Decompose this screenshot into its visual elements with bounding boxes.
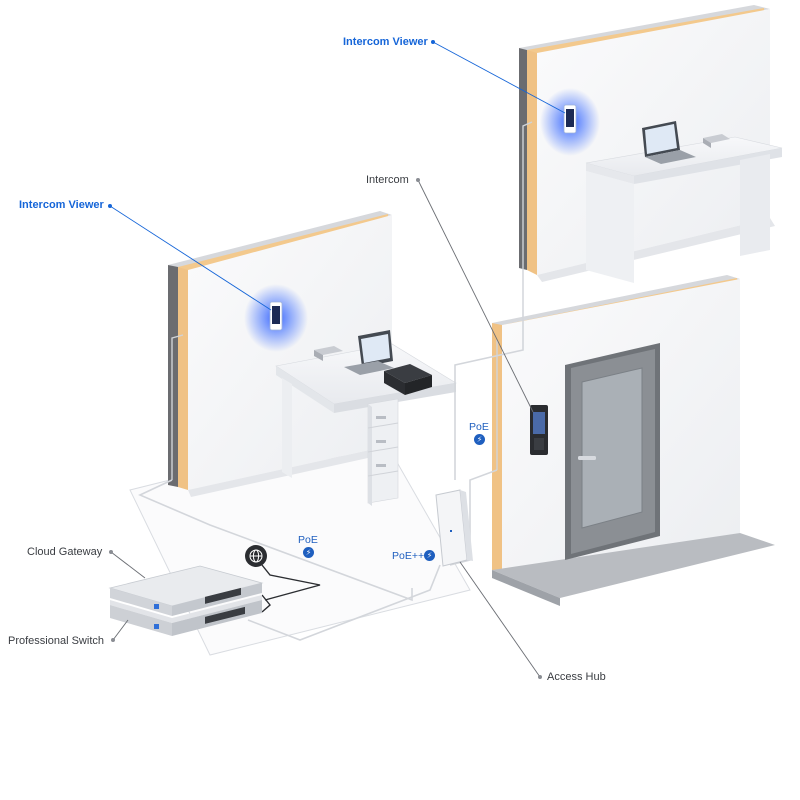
- upper-desk-leg-right: [740, 154, 770, 256]
- door-window: [581, 367, 643, 529]
- internet-globe-icon: [245, 545, 267, 567]
- access-hub-device: [435, 489, 473, 567]
- left-laptop-base: [344, 361, 394, 375]
- upper-room: [519, 5, 783, 310]
- upper-laptop-display: [645, 124, 677, 154]
- upper-wall-cable: [522, 121, 533, 310]
- leader-intercom-dot: [416, 178, 420, 182]
- cable-left-viewer: [138, 479, 413, 602]
- lightning-bolt-icon: ⚡: [303, 547, 314, 558]
- leader-viewer-top-dot: [431, 40, 435, 44]
- upper-books-side: [703, 138, 711, 148]
- leader-access-hub-dot: [538, 675, 542, 679]
- left-viewer-screen: [272, 306, 280, 324]
- cable-upper-viewer: [454, 310, 524, 480]
- left-desk-drawers-side: [368, 404, 372, 506]
- drawer-line-3: [367, 470, 399, 477]
- access-hub-led: [450, 530, 452, 532]
- left-wall-face: [188, 215, 392, 490]
- intercom-screen: [533, 412, 545, 434]
- printer-top: [384, 364, 432, 383]
- drawer-line-2: [367, 446, 399, 453]
- label-cloud-gateway: Cloud Gateway: [27, 546, 103, 558]
- left-desk-front: [276, 366, 334, 413]
- upper-books: [703, 134, 730, 143]
- left-wall-insulation-side: [178, 267, 188, 490]
- upper-viewer-screen: [566, 109, 574, 127]
- leader-access-hub: [459, 561, 541, 678]
- label-poe-plus: PoE++: [392, 550, 425, 562]
- door-wall-base-front: [492, 570, 560, 606]
- left-wall-stone-side: [168, 265, 178, 487]
- printer-front: [384, 371, 405, 395]
- leader-viewer-left-dot: [108, 204, 112, 208]
- leader-gateway-dot: [109, 550, 113, 554]
- door-handle: [578, 456, 596, 460]
- label-intercom: Intercom: [366, 174, 409, 186]
- upper-desk-right-panel: [634, 148, 782, 184]
- door-wall-base-slab: [492, 533, 775, 598]
- left-wall-insulation-top: [178, 214, 388, 273]
- printer-side: [405, 375, 432, 395]
- left-wall-cable: [171, 334, 184, 480]
- leader-gateway: [110, 551, 146, 579]
- upper-desk-leg-left: [586, 171, 634, 283]
- door-wall: [492, 275, 775, 606]
- upper-desk-front: [586, 163, 634, 184]
- left-wall-top-edge: [168, 211, 392, 268]
- upper-wall-top-edge: [519, 5, 770, 52]
- leader-switch: [112, 619, 129, 641]
- label-poe-intercom: PoE: [469, 421, 489, 433]
- door-wall-top-edge: [492, 275, 740, 327]
- label-intercom-viewer-top: Intercom Viewer: [343, 36, 428, 48]
- switch-top: [110, 595, 262, 623]
- drawer-line-1: [367, 422, 399, 429]
- left-books-side: [314, 350, 323, 361]
- upper-laptop-base: [645, 150, 696, 164]
- access-hub-side: [460, 490, 473, 561]
- left-desk-leg: [282, 378, 292, 478]
- drawer-handle-3: [376, 464, 386, 467]
- left-laptop-display: [361, 334, 390, 363]
- leader-viewer-left: [109, 205, 272, 311]
- lightning-bolt-icon: ⚡: [424, 550, 435, 561]
- label-poe-switch: PoE: [298, 534, 318, 546]
- rack-devices: [108, 565, 264, 636]
- upper-wall-insulation-side: [527, 50, 537, 275]
- leader-viewer-top: [432, 41, 566, 114]
- drawer-handle-1: [376, 416, 386, 419]
- cable-internet: [257, 559, 321, 601]
- label-access-hub: Access Hub: [547, 671, 606, 683]
- gateway-logo: [154, 604, 159, 609]
- switch-logo: [154, 624, 159, 629]
- switch-ports: [205, 606, 245, 624]
- intercom-keypad: [534, 438, 544, 450]
- lightning-bolt-icon: ⚡: [474, 434, 485, 445]
- gateway-ports: [205, 587, 241, 604]
- leader-intercom: [417, 179, 534, 413]
- cable-switch-to-hub: [247, 564, 441, 641]
- label-professional-switch: Professional Switch: [8, 635, 104, 647]
- label-intercom-viewer-left: Intercom Viewer: [19, 199, 104, 211]
- drawer-handle-2: [376, 440, 386, 443]
- left-desk-side: [334, 383, 456, 413]
- left-books: [314, 346, 343, 355]
- leader-lines: [108, 40, 566, 679]
- leader-switch-dot: [111, 638, 115, 642]
- cable-gateway-switch: [261, 594, 271, 613]
